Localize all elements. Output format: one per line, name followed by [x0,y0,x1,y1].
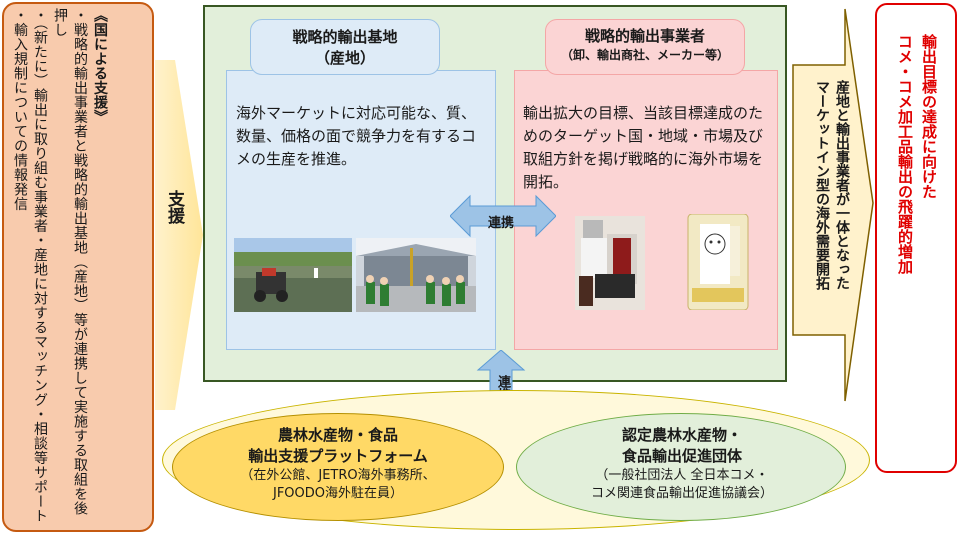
export-base-title-line1: 戦略的輸出基地 [292,28,398,46]
market-in-arrow [792,8,874,402]
goal-line1: 輸出目標の達成に向けた [920,34,938,199]
promotion-organization-ellipse [516,413,846,521]
rice-bag-photo [687,214,749,310]
support-text: 《国による支援》 ・戦略的輸出事業者と戦略的輸出基地（産地）等が連携して実施する… [10,8,110,523]
market-in-text: 産地と輸出事業者が一体となった マーケットイン型の海外需要開拓 [812,80,852,380]
support-heading: 《国による支援》 [92,8,108,124]
platform-title-line2: 輸出支援プラットフォーム [248,447,428,465]
exporter-title-main: 戦略的輸出事業者 [584,27,705,45]
goal-box [875,3,957,473]
promotion-text: 認定農林水産物・ 食品輸出促進団体 （一般社団法人 全日本コメ・ コメ関連食品輸… [532,425,832,503]
support-item: ・戦略的輸出事業者と戦略的輸出基地（産地）等が連携して実施する取組を後押し [52,8,88,516]
promotion-detail-line1: （一般社団法人 全日本コメ・ [595,468,769,483]
platform-ellipse [172,413,504,521]
goal-text: 輸出目標の達成に向けた コメ・コメ加工品輸出の飛躍的増加 [893,34,941,454]
promotion-detail-line2: コメ関連食品輸出促進協議会） [590,486,773,501]
event-photo [356,238,476,312]
platform-detail-line2: JFOODO海外駐在員） [272,486,404,501]
platform-title-line1: 農林水産物・食品 [277,426,398,444]
link-label-horizontal: 連携 [488,216,515,231]
promotion-title-line2: 食品輸出促進団体 [621,447,742,465]
promotion-title-line1: 認定農林水産物・ [621,426,742,444]
goal-line2: コメ・コメ加工品輸出の飛躍的増加 [896,34,914,274]
exporter-title: 戦略的輸出事業者 （卸、輸出商社、メーカー等） [545,19,745,75]
link-arrow-horizontal [450,194,556,238]
rice-planting-photo [234,238,352,312]
support-panel [2,2,154,532]
market-in-line2: マーケットイン型の海外需要開拓 [814,80,830,290]
support-arrow-label: 支援 [164,190,184,224]
exporter-description: 輸出拡大の目標、当該目標達成のためのターゲット国・地域・市場及び取組方針を掲げ戦… [523,104,764,191]
exporter-title-sub: （卸、輸出商社、メーカー等） [560,48,729,62]
platform-text: 農林水産物・食品 輸出支援プラットフォーム （在外公館、JETRO海外事務所、 … [190,425,486,503]
promotion-event-photo [575,216,645,310]
support-arrow [155,60,203,410]
export-base-description: 海外マーケットに対応可能な、質、数量、価格の面で競争力を有するコメの生産を推進。 [236,104,477,168]
platform-detail-line1: （在外公館、JETRO海外事務所、 [240,468,436,483]
support-item: ・（新たに）輸出に取り組む事業者・産地に対するマッチング・相談等サポート [32,8,48,523]
export-base-title: 戦略的輸出基地 （産地） [250,19,440,75]
export-base-title-line2: （産地） [314,49,375,67]
market-in-line1: 産地と輸出事業者が一体となった [834,80,850,290]
support-item: ・輸入規制についての情報発信 [12,8,28,211]
